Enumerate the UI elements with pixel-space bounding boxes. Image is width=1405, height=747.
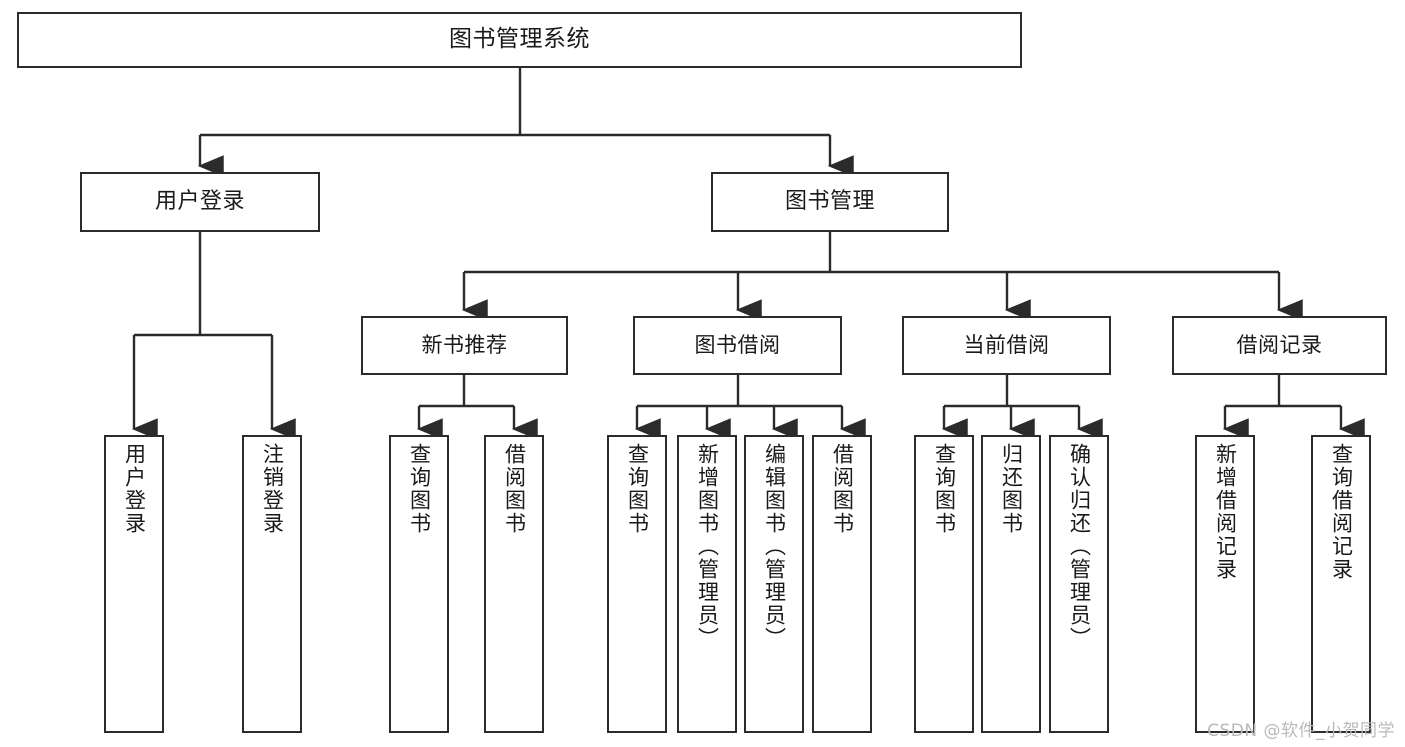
node-leaf-logout-label: 注销登录	[260, 443, 285, 535]
node-leaf-query-book-3[interactable]: 查询图书	[914, 435, 974, 733]
node-leaf-confirm-return-label: 确认归还（管理员）	[1067, 443, 1092, 650]
node-leaf-edit-book[interactable]: 编辑图书（管理员）	[744, 435, 804, 733]
node-leaf-confirm-return[interactable]: 确认归还（管理员）	[1049, 435, 1109, 733]
node-leaf-borrow-book-2[interactable]: 借阅图书	[812, 435, 872, 733]
node-root[interactable]: 图书管理系统	[17, 12, 1022, 68]
node-leaf-query-book-1-label: 查询图书	[407, 443, 432, 535]
node-leaf-query-book-2[interactable]: 查询图书	[607, 435, 667, 733]
node-borrow-record-label: 借阅记录	[1236, 333, 1323, 358]
node-leaf-add-book-label: 新增图书（管理员）	[695, 443, 720, 650]
node-leaf-add-record-label: 新增借阅记录	[1213, 443, 1238, 581]
node-leaf-edit-book-label: 编辑图书（管理员）	[762, 443, 787, 650]
node-new-book-rec-label: 新书推荐	[421, 333, 508, 358]
node-book-borrow[interactable]: 图书借阅	[633, 316, 842, 375]
node-book-manage-label: 图书管理	[784, 189, 875, 215]
node-new-book-rec[interactable]: 新书推荐	[361, 316, 568, 375]
node-leaf-user-login-label: 用户登录	[122, 443, 147, 535]
node-leaf-query-record[interactable]: 查询借阅记录	[1311, 435, 1371, 733]
node-current-borrow[interactable]: 当前借阅	[902, 316, 1111, 375]
node-current-borrow-label: 当前借阅	[963, 333, 1050, 358]
node-leaf-add-book[interactable]: 新增图书（管理员）	[677, 435, 737, 733]
node-leaf-return-book[interactable]: 归还图书	[981, 435, 1041, 733]
node-leaf-query-record-label: 查询借阅记录	[1329, 443, 1354, 581]
node-leaf-borrow-book-2-label: 借阅图书	[830, 443, 855, 535]
node-leaf-borrow-book-1[interactable]: 借阅图书	[484, 435, 544, 733]
node-leaf-return-book-label: 归还图书	[999, 443, 1024, 535]
node-leaf-query-book-1[interactable]: 查询图书	[389, 435, 449, 733]
node-leaf-logout[interactable]: 注销登录	[242, 435, 302, 733]
node-leaf-query-book-3-label: 查询图书	[932, 443, 957, 535]
node-leaf-borrow-book-1-label: 借阅图书	[502, 443, 527, 535]
node-user-login-label: 用户登录	[154, 189, 245, 215]
csdn-watermark: CSDN @软件_小贺同学	[1207, 721, 1395, 741]
node-book-borrow-label: 图书借阅	[694, 333, 781, 358]
node-leaf-add-record[interactable]: 新增借阅记录	[1195, 435, 1255, 733]
node-leaf-query-book-2-label: 查询图书	[625, 443, 650, 535]
node-book-manage[interactable]: 图书管理	[711, 172, 949, 232]
node-root-label: 图书管理系统	[449, 26, 590, 53]
node-borrow-record[interactable]: 借阅记录	[1172, 316, 1387, 375]
node-user-login[interactable]: 用户登录	[80, 172, 320, 232]
node-leaf-user-login[interactable]: 用户登录	[104, 435, 164, 733]
